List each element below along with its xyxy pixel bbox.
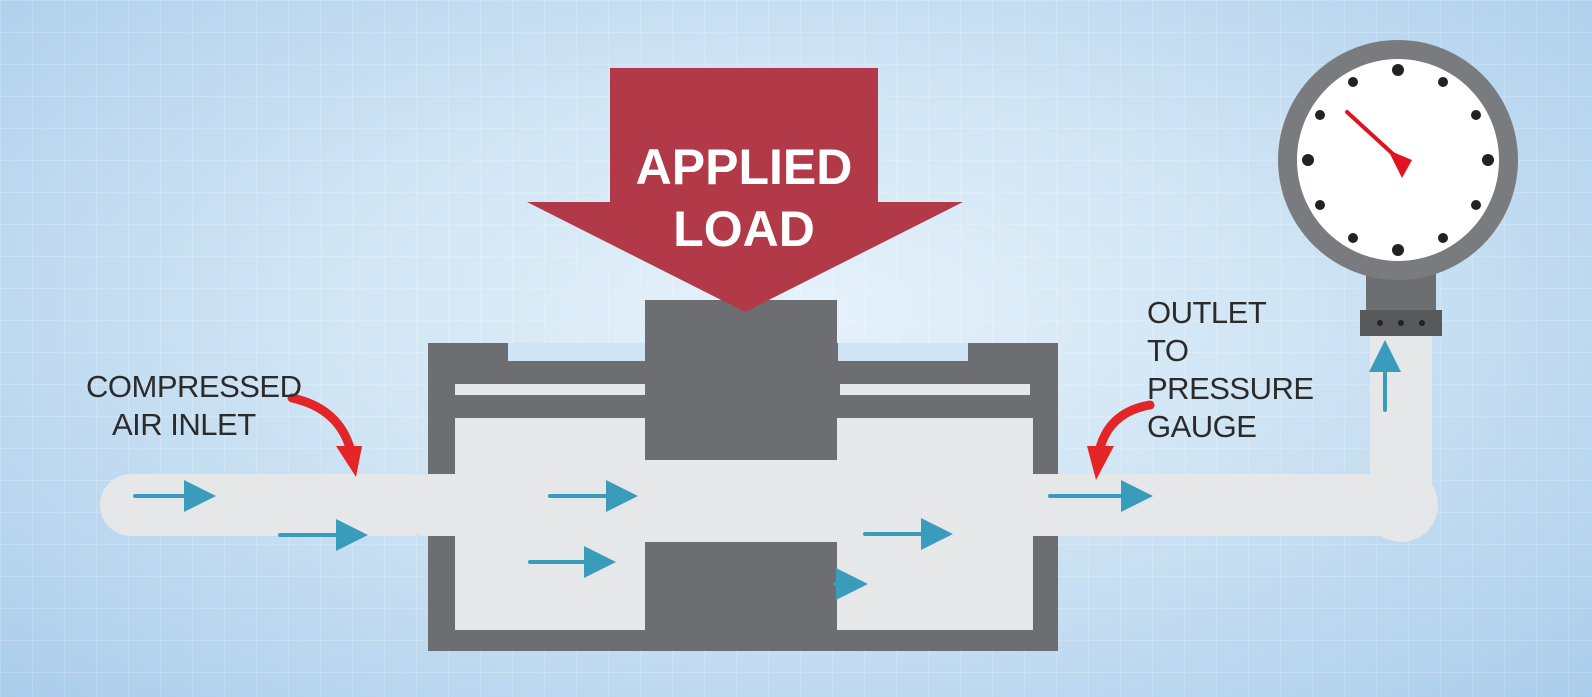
inlet-pointer-head [336,446,362,477]
outlet-pointer-head [1087,446,1114,480]
seal-slot-left [455,384,645,395]
outlet-label: OUTLET TO PRESSURE GAUGE [1147,294,1347,446]
base-block [645,542,837,642]
load-label-line2: LOAD [673,201,815,257]
outlet-pipe [1040,330,1438,542]
applied-load-label: APPLIED LOAD [610,136,878,260]
inlet-curved-pointer-icon [287,393,355,453]
inlet-pipe [100,474,440,536]
outlet-curved-pointer-icon [1095,400,1155,453]
pressure-gauge-icon [1278,40,1518,280]
seal-slot-right [840,384,1030,395]
outlet-label-line3: GAUGE [1147,409,1257,444]
outlet-label-line1: OUTLET [1147,295,1267,330]
through-pipe [420,474,1060,536]
outlet-label-line2: TO PRESSURE [1147,333,1314,406]
inlet-label-line1: COMPRESSED [86,369,302,404]
gauge-needle [1345,110,1412,178]
load-arrow-icon [527,68,963,312]
load-label-line1: APPLIED [635,139,853,195]
piston-block [645,300,837,460]
inlet-label-line2: AIR INLET [112,407,256,442]
inlet-label: COMPRESSED AIR INLET [86,368,316,444]
